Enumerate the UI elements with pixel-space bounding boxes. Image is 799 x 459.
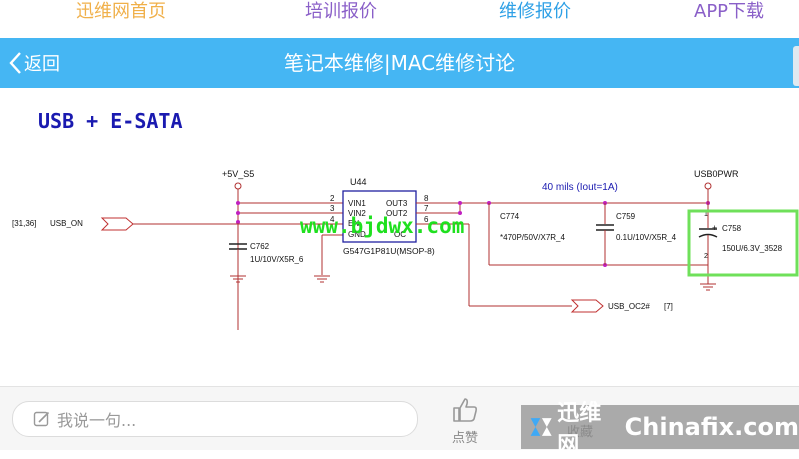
highlight-box (687, 209, 799, 277)
nav-repair-price[interactable]: 维修报价 (499, 1, 571, 22)
input-port-symbol (100, 217, 134, 231)
output-port-symbol (570, 299, 604, 313)
pin-gnd: GND (348, 230, 366, 239)
pin-6: 6 (424, 215, 429, 224)
top-nav: 迅维网首页 培训报价 维修报价 APP下载 (0, 0, 799, 38)
net-label-5v: +5V_S5 (222, 169, 254, 179)
c762-ref: C762 (250, 242, 270, 251)
pin-7: 7 (424, 204, 429, 213)
c774-ref: C774 (500, 212, 520, 221)
pin-2: 2 (330, 194, 335, 203)
ground-symbol (230, 275, 246, 283)
nav-app-download[interactable]: APP下载 (694, 1, 765, 22)
pin-8: 8 (424, 194, 429, 203)
chevron-left-icon (9, 52, 21, 74)
pin-vin2: VIN2 (348, 209, 366, 218)
signal-out-ref: [7] (664, 302, 673, 311)
comment-input[interactable]: 我说一句... (12, 401, 418, 437)
header-bar: 返回 笔记本维修|MAC维修讨论 (0, 38, 799, 88)
scrollbar[interactable] (793, 46, 799, 86)
c759-ref: C759 (616, 212, 636, 221)
pin-4: 4 (330, 215, 335, 224)
c758-value: 150U/6.3V_3528 (722, 244, 783, 253)
like-button[interactable]: 点赞 (440, 397, 490, 446)
watermark-en: Chinafix.com (624, 413, 799, 441)
net-label-usbpwr: USB0PWR (694, 169, 739, 179)
c758-pin-1: 1 (704, 211, 708, 218)
c759-value: 0.1U/10V/X5R_4 (616, 233, 677, 242)
pin-out3: OUT3 (386, 199, 408, 208)
comment-placeholder: 我说一句... (57, 411, 137, 430)
c762-value: 1U/10V/X5R_6 (250, 255, 304, 264)
pin-oc: OC (394, 230, 406, 239)
signal-in-label: USB_ON (50, 219, 83, 228)
thumbs-up-icon (453, 398, 478, 422)
pin-3: 3 (330, 204, 335, 213)
c774-value: *470P/50V/X7R_4 (500, 233, 565, 242)
schematic-image: USB + E-SATA +5V_S5 [31,36] USB_ON C762 … (0, 88, 799, 386)
schematic-heading: USB + E-SATA (38, 109, 183, 133)
edit-icon (33, 411, 50, 427)
pin-en: EN (348, 219, 359, 228)
trace-note: 40 mils (Iout=1A) (542, 182, 618, 193)
pin-vin1: VIN1 (348, 199, 366, 208)
pin-out2: OUT2 (386, 209, 408, 218)
signal-in-ref: [31,36] (12, 219, 36, 228)
chip-part: G547G1P81U(MSOP-8) (343, 246, 435, 256)
page-title: 笔记本维修|MAC维修讨论 (283, 51, 516, 75)
nav-training-price[interactable]: 培训报价 (305, 1, 377, 22)
back-button[interactable]: 返回 (8, 38, 60, 88)
site-watermark: www.bjdwx.com (300, 214, 464, 238)
signal-out-label: USB_OC2# (608, 302, 650, 311)
back-label: 返回 (24, 54, 60, 75)
watermark-cn: 迅维网 (557, 401, 602, 458)
chip-u44 (342, 190, 417, 243)
ground-symbol-c758 (700, 283, 716, 291)
like-label: 点赞 (451, 431, 478, 446)
ground-symbol-chip (314, 275, 330, 283)
nav-home[interactable]: 迅维网首页 (76, 1, 166, 22)
c758-plus: + (712, 223, 717, 233)
watermark-overlay: 迅维网 Chinafix.com (521, 401, 799, 458)
chip-ref: U44 (350, 177, 367, 187)
c758-pin-2: 2 (704, 253, 708, 260)
c758-ref: C758 (722, 224, 742, 233)
chinafix-logo-icon (530, 418, 552, 436)
